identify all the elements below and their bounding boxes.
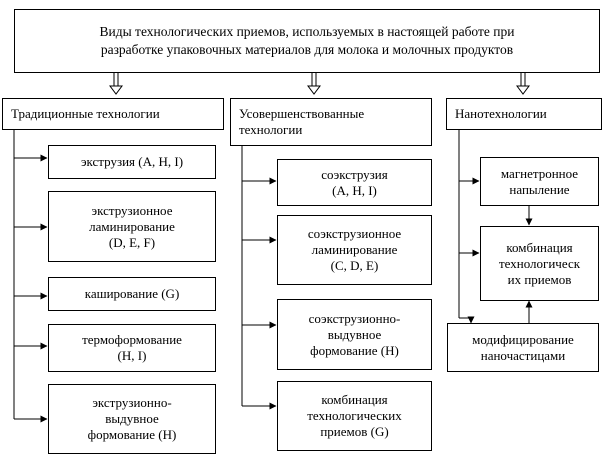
header-traditional: Традиционные технологии	[2, 98, 224, 130]
box-combination-improved: комбинация технологических приемов (G)	[277, 381, 432, 451]
box-extrusion-lamination: экструзионное ламинирование (D, E, F)	[48, 191, 216, 262]
box-combination-nano: комбинация технологическ их приемов	[480, 226, 599, 301]
double-arrow-to-traditional	[109, 73, 123, 95]
box-coextrusion: соэкструзия (A, H, I)	[277, 159, 432, 206]
double-arrow-to-nano	[516, 73, 530, 95]
box-nanoparticle-modification: модифицирование наночастицами	[447, 323, 599, 372]
nano-connectors	[458, 130, 533, 324]
box-coextrusion-blow-molding: соэкструзионно- выдувное формование (H)	[277, 299, 432, 370]
header-nano: Нанотехнологии	[446, 98, 602, 130]
double-arrow-to-improved	[307, 73, 321, 95]
box-magnetron-sputtering: магнетронное напыление	[480, 157, 599, 206]
box-thermoforming: термоформование (H, I)	[48, 324, 216, 372]
improved-connectors	[241, 146, 277, 410]
box-extrusion: экструзия (A, H, I)	[48, 145, 216, 179]
header-improved: Усовершенствованные технологии	[230, 98, 432, 146]
box-kashirovanie: каширование (G)	[48, 277, 216, 311]
traditional-connectors	[13, 130, 48, 423]
box-extrusion-blow-molding: экструзионно- выдувное формование (H)	[48, 384, 216, 454]
box-coextrusion-lamination: соэкструзионное ламинирование (C, D, E)	[277, 215, 432, 285]
title-box: Виды технологических приемов, используем…	[14, 9, 600, 73]
